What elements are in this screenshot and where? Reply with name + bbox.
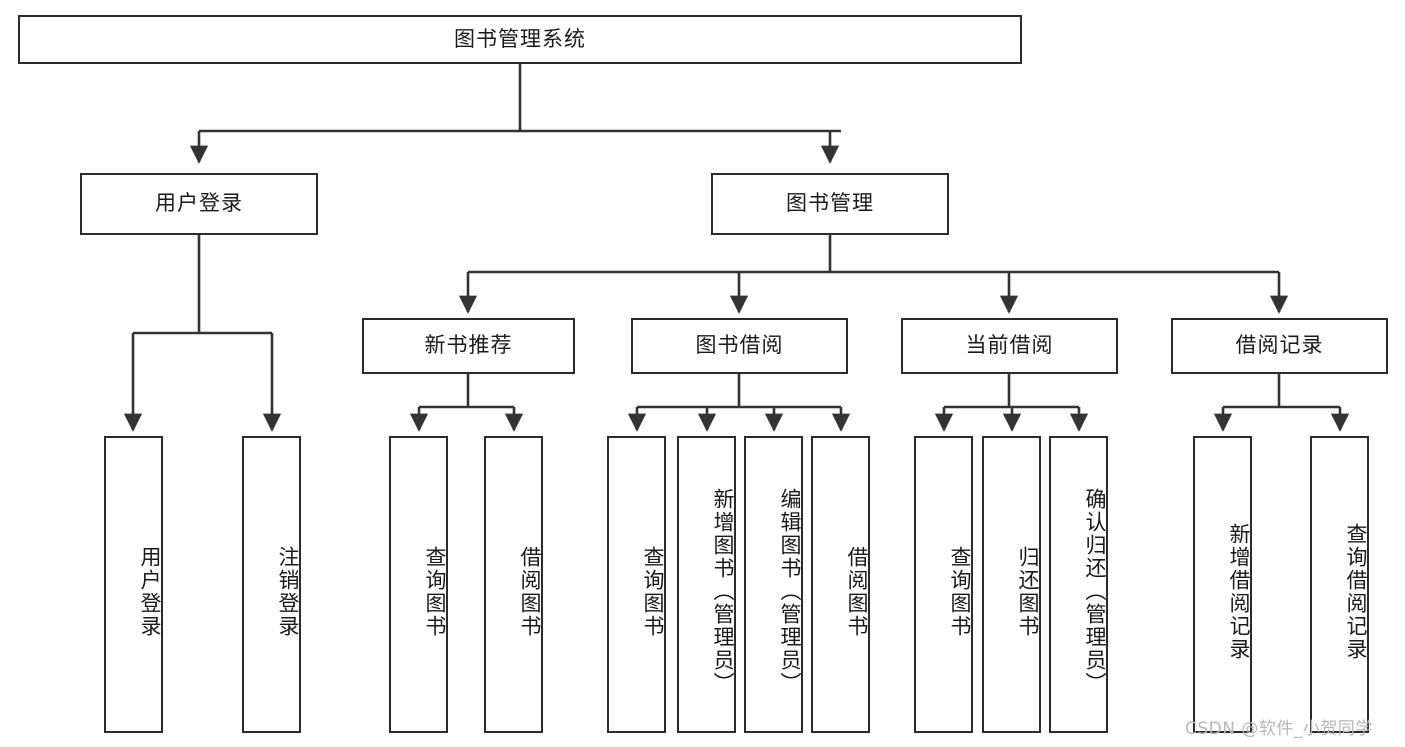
leaf-query-book-1-label: 查询图书 [423, 545, 447, 638]
leaf-query-book-2-label: 查询图书 [641, 545, 665, 638]
node-user-login[interactable]: 用户登录 [80, 173, 318, 235]
leaf-borrow-book-1-label: 借阅图书 [518, 545, 542, 638]
leaf-query-book-2[interactable]: 查询图书 [607, 436, 666, 733]
node-book-manage-label: 图书管理 [786, 191, 874, 216]
leaf-confirm-return-label: 确认归还（管理员） [1083, 488, 1107, 695]
leaf-return-book[interactable]: 归还图书 [982, 436, 1041, 733]
leaf-logout-login-label: 注销登录 [276, 545, 300, 638]
leaf-add-book-label: 新增图书（管理员） [711, 488, 735, 695]
leaf-user-login[interactable]: 用户登录 [104, 436, 163, 733]
leaf-query-book-3-label: 查询图书 [948, 545, 972, 638]
node-new-book-rec-label: 新书推荐 [424, 333, 513, 358]
node-user-login-label: 用户登录 [155, 191, 243, 216]
leaf-logout-login[interactable]: 注销登录 [242, 436, 301, 733]
node-root-label: 图书管理系统 [454, 26, 586, 51]
leaf-borrow-book-2[interactable]: 借阅图书 [811, 436, 870, 733]
leaf-add-book[interactable]: 新增图书（管理员） [677, 436, 736, 733]
node-book-borrow[interactable]: 图书借阅 [631, 318, 848, 374]
node-book-manage[interactable]: 图书管理 [711, 173, 949, 235]
leaf-edit-book-label: 编辑图书（管理员） [778, 488, 802, 695]
leaf-query-book-3[interactable]: 查询图书 [914, 436, 973, 733]
leaf-borrow-book-2-label: 借阅图书 [845, 545, 869, 638]
node-borrow-record[interactable]: 借阅记录 [1171, 318, 1388, 374]
leaf-query-book-1[interactable]: 查询图书 [389, 436, 448, 733]
node-current-borrow[interactable]: 当前借阅 [901, 318, 1118, 374]
leaf-user-login-label: 用户登录 [138, 545, 162, 638]
leaf-query-record[interactable]: 查询借阅记录 [1310, 436, 1369, 733]
leaf-query-record-label: 查询借阅记录 [1344, 522, 1368, 661]
node-borrow-record-label: 借阅记录 [1235, 333, 1324, 358]
node-current-borrow-label: 当前借阅 [965, 333, 1054, 358]
leaf-edit-book[interactable]: 编辑图书（管理员） [744, 436, 803, 733]
leaf-add-record[interactable]: 新增借阅记录 [1193, 436, 1252, 733]
csdn-watermark: CSDN @软件_小贺同学 [1185, 719, 1373, 739]
leaf-return-book-label: 归还图书 [1016, 545, 1040, 638]
node-book-borrow-label: 图书借阅 [695, 333, 784, 358]
node-root[interactable]: 图书管理系统 [18, 15, 1022, 64]
node-new-book-rec[interactable]: 新书推荐 [362, 318, 575, 374]
leaf-confirm-return[interactable]: 确认归还（管理员） [1049, 436, 1108, 733]
leaf-add-record-label: 新增借阅记录 [1227, 522, 1251, 661]
leaf-borrow-book-1[interactable]: 借阅图书 [484, 436, 543, 733]
